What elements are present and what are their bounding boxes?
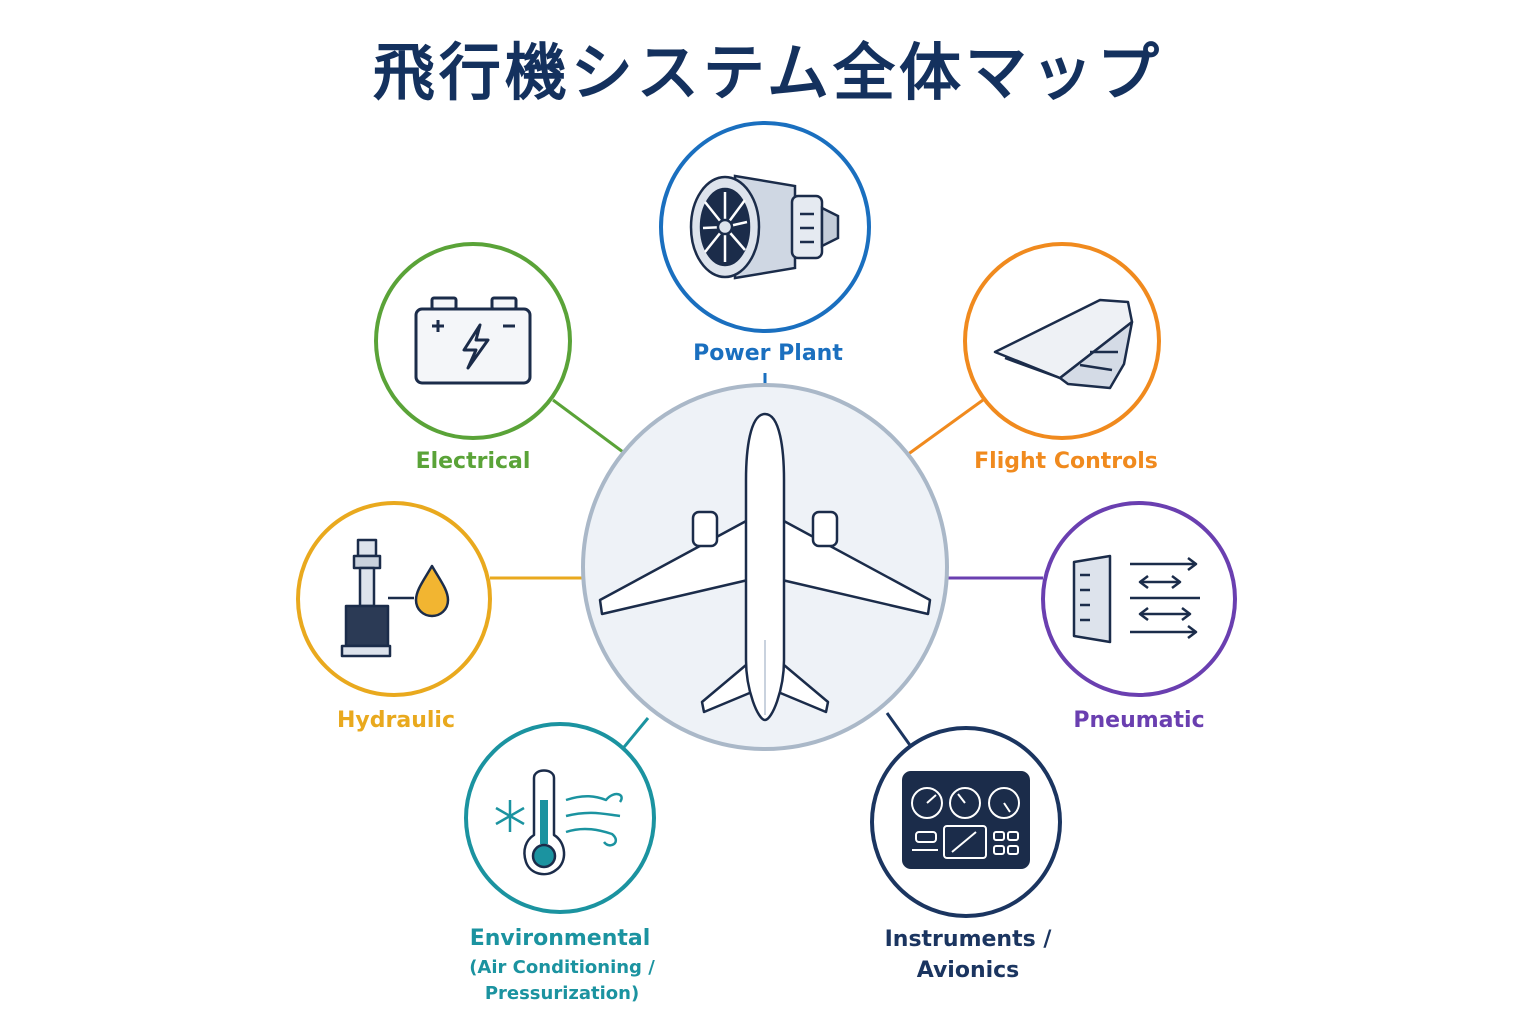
label-flight-controls: Flight Controls bbox=[974, 449, 1158, 474]
label-power-plant: Power Plant bbox=[693, 341, 843, 366]
connector-instruments bbox=[885, 712, 914, 749]
page-title: 飛行機システム全体マップ bbox=[372, 36, 1164, 109]
battery-icon bbox=[414, 296, 532, 385]
node-pneumatic[interactable]: Pneumatic bbox=[1041, 501, 1237, 733]
center-airplane bbox=[581, 383, 949, 751]
air-flow-icon bbox=[1072, 554, 1200, 644]
label-electrical: Electrical bbox=[416, 449, 531, 474]
connector-environmental bbox=[618, 717, 650, 753]
node-hydraulic[interactable]: Hydraulic bbox=[296, 501, 492, 733]
jet-engine-icon bbox=[689, 174, 840, 280]
node-power-plant[interactable]: Power Plant bbox=[659, 121, 871, 366]
connector-electrical bbox=[552, 398, 624, 454]
instrument-panel-icon bbox=[902, 771, 1030, 869]
label-environmental-sub2: Pressurization) bbox=[485, 983, 639, 1004]
label-avionics: Avionics bbox=[917, 958, 1020, 983]
thermometer-icon bbox=[495, 769, 623, 876]
hydraulic-pump-icon bbox=[340, 538, 450, 658]
airplane-icon bbox=[598, 412, 932, 722]
label-pneumatic: Pneumatic bbox=[1073, 708, 1204, 733]
node-instruments[interactable]: Instruments / Avionics bbox=[870, 726, 1062, 983]
wing-flap-icon bbox=[993, 298, 1134, 390]
label-instruments: Instruments / bbox=[885, 927, 1053, 952]
connector-flight-controls bbox=[906, 398, 984, 457]
label-environmental: Environmental bbox=[470, 926, 651, 951]
node-flight-controls[interactable]: Flight Controls bbox=[963, 242, 1161, 474]
label-hydraulic: Hydraulic bbox=[337, 708, 455, 733]
label-environmental-sub1: (Air Conditioning / bbox=[469, 957, 655, 978]
node-environmental[interactable]: Environmental (Air Conditioning / Pressu… bbox=[464, 722, 656, 1004]
node-electrical[interactable]: Electrical bbox=[374, 242, 572, 474]
